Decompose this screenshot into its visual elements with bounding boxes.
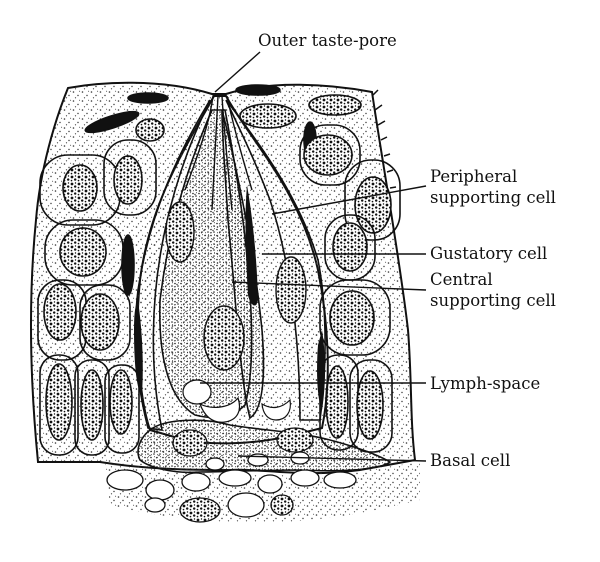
- basal-cell-nucleus: [172, 429, 208, 457]
- cell-nucleus: [308, 94, 362, 116]
- epithelial-cells: [37, 84, 401, 456]
- gustatory-cell-nucleus: [275, 256, 307, 324]
- cell-nucleus: [329, 290, 375, 346]
- leader-basal-cell: [237, 455, 427, 462]
- rod-nucleus: [134, 300, 143, 395]
- basal-vacuoles: [106, 451, 357, 523]
- cell-nucleus: [127, 92, 169, 104]
- label-peripheral-supporting-cell-line1: Peripheral: [430, 167, 517, 186]
- epithelial-cell: [39, 354, 79, 456]
- cell-nucleus: [80, 369, 104, 441]
- cell-nucleus: [354, 176, 392, 234]
- epithelial-cell: [74, 359, 110, 456]
- cell-nucleus: [59, 227, 107, 277]
- lymph-space: [261, 398, 291, 421]
- epithelial-cell: [299, 124, 361, 186]
- gustatory-cell-nucleus: [203, 305, 245, 371]
- leader-outer-taste-pore: [214, 51, 261, 93]
- label-outer-taste-pore: Outer taste-pore: [258, 31, 397, 50]
- label-peripheral-supporting-cell-line2: supporting cell: [430, 188, 556, 207]
- cell-nucleus: [80, 293, 120, 351]
- cell-nucleus: [43, 283, 77, 341]
- basal-region: [105, 419, 420, 523]
- cell-nucleus: [325, 365, 349, 439]
- lymph-space: [198, 396, 241, 423]
- cell-nucleus: [303, 134, 353, 176]
- cell-nucleus: [135, 118, 165, 142]
- cell-nucleus: [84, 110, 140, 134]
- label-central-supporting-cell-line1: Central: [430, 270, 493, 289]
- rod-nucleus: [317, 330, 325, 410]
- rod-nucleus: [245, 185, 258, 306]
- cell-nucleus: [113, 155, 143, 205]
- label-lymph-space: Lymph-space: [430, 374, 540, 393]
- cell-nucleus: [332, 222, 368, 272]
- basal-cell-nucleus: [276, 427, 314, 453]
- cell-nucleus: [109, 369, 133, 435]
- epithelial-cell: [344, 159, 401, 241]
- leader-central-supporting-cell: [231, 281, 427, 291]
- cell-nucleus: [239, 103, 297, 129]
- gustatory-cell-nucleus: [165, 201, 195, 263]
- peripheral-supporting-cell: [225, 99, 326, 421]
- cell-nucleus: [121, 234, 135, 296]
- epithelial-cell: [104, 364, 140, 454]
- label-central-supporting-cell-line2: supporting cell: [430, 291, 556, 310]
- lymph-space: [182, 379, 212, 405]
- cell-nucleus: [45, 363, 73, 441]
- epithelial-cell: [103, 139, 157, 216]
- cell-nucleus: [356, 370, 384, 440]
- epithelial-cell: [79, 284, 131, 361]
- label-basal-cell: Basal cell: [430, 451, 510, 470]
- pore-stalks: [184, 95, 253, 211]
- label-gustatory-cell: Gustatory cell: [430, 244, 547, 263]
- labels: Outer taste-pore Peripheral supporting c…: [258, 31, 556, 470]
- cell-nucleus: [235, 84, 281, 96]
- surface-bristles: [371, 89, 397, 189]
- taste-bud: [134, 95, 329, 445]
- leader-lines: [200, 51, 427, 462]
- leader-peripheral-supporting-cell: [271, 185, 427, 215]
- cell-nucleus: [62, 164, 98, 212]
- epithelial-cell: [349, 359, 393, 453]
